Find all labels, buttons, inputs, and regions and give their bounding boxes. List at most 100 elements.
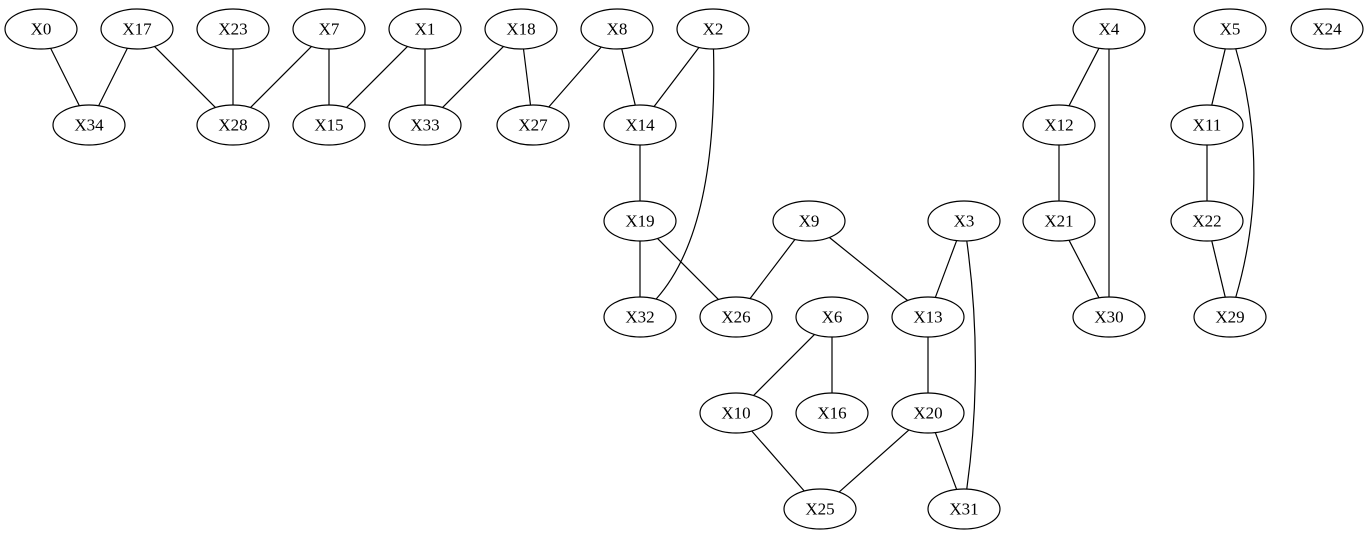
node-shape: [603, 296, 677, 338]
node-shape: [676, 8, 750, 50]
node-label: X8: [607, 20, 628, 39]
node-label: X28: [218, 116, 247, 135]
node-shape: [1072, 296, 1146, 338]
node-x7: X7: [292, 8, 366, 50]
node-shape: [580, 8, 654, 50]
node-shape: [1022, 104, 1096, 146]
node-shape: [699, 392, 773, 434]
node-shape: [783, 488, 857, 530]
node-shape: [927, 200, 1001, 242]
node-x26: X26: [699, 296, 773, 338]
node-label: X4: [1099, 20, 1120, 39]
node-label: X25: [805, 500, 834, 519]
node-x15: X15: [292, 104, 366, 146]
node-label: X22: [1192, 212, 1221, 231]
node-label: X30: [1094, 308, 1123, 327]
node-x30: X30: [1072, 296, 1146, 338]
node-shape: [1193, 296, 1267, 338]
node-x18: X18: [484, 8, 558, 50]
node-label: X19: [625, 212, 654, 231]
node-x9: X9: [772, 200, 846, 242]
node-label: X32: [625, 308, 654, 327]
node-x21: X21: [1022, 200, 1096, 242]
node-shape: [603, 104, 677, 146]
node-x4: X4: [1072, 8, 1146, 50]
node-shape: [699, 296, 773, 338]
node-x13: X13: [891, 296, 965, 338]
node-shape: [772, 200, 846, 242]
edge-x10-x25: [751, 430, 805, 492]
node-shape: [891, 296, 965, 338]
node-label: X15: [314, 116, 343, 135]
node-x24: X24: [1290, 8, 1364, 50]
edge-x7-x28: [250, 46, 312, 108]
node-label: X33: [410, 116, 439, 135]
edge-x8-x27: [548, 46, 602, 108]
node-label: X11: [1193, 116, 1222, 135]
node-x31: X31: [927, 488, 1001, 530]
edge-x21-x30: [1068, 239, 1100, 299]
node-shape: [1193, 8, 1267, 50]
node-x32: X32: [603, 296, 677, 338]
node-x29: X29: [1193, 296, 1267, 338]
edge-x20-x31: [934, 432, 958, 490]
edge-x5-x29: [1235, 48, 1255, 298]
node-label: X23: [218, 20, 247, 39]
node-x6: X6: [795, 296, 869, 338]
node-shape: [196, 8, 270, 50]
edge-x6-x10: [753, 334, 815, 396]
edge-x9-x13: [829, 237, 908, 301]
node-x23: X23: [196, 8, 270, 50]
node-shape: [292, 104, 366, 146]
node-x5: X5: [1193, 8, 1267, 50]
node-label: X2: [703, 20, 724, 39]
edge-x22-x29: [1211, 240, 1226, 298]
node-label: X27: [518, 116, 548, 135]
node-shape: [603, 200, 677, 242]
edge-x4-x12: [1068, 47, 1100, 107]
node-label: X26: [721, 308, 750, 327]
edge-x3-x13: [934, 240, 958, 298]
node-x2: X2: [676, 8, 750, 50]
node-shape: [1290, 8, 1364, 50]
node-label: X16: [817, 404, 846, 423]
node-label: X20: [913, 404, 942, 423]
node-label: X6: [822, 308, 843, 327]
node-x34: X34: [52, 104, 126, 146]
node-shape: [1170, 200, 1244, 242]
node-shape: [100, 8, 174, 50]
node-label: X24: [1312, 20, 1342, 39]
node-label: X13: [913, 308, 942, 327]
node-label: X17: [122, 20, 152, 39]
edges-layer: [50, 46, 1255, 493]
node-label: X18: [506, 20, 535, 39]
node-shape: [1170, 104, 1244, 146]
node-shape: [795, 296, 869, 338]
node-shape: [52, 104, 126, 146]
node-label: X7: [319, 20, 340, 39]
node-label: X34: [74, 116, 104, 135]
node-label: X10: [721, 404, 750, 423]
node-label: X1: [415, 20, 436, 39]
node-label: X31: [949, 500, 978, 519]
node-x27: X27: [496, 104, 570, 146]
edge-x1-x15: [346, 46, 408, 108]
node-x8: X8: [580, 8, 654, 50]
node-shape: [795, 392, 869, 434]
node-label: X12: [1044, 116, 1073, 135]
node-x12: X12: [1022, 104, 1096, 146]
node-shape: [388, 104, 462, 146]
node-shape: [1072, 8, 1146, 50]
edge-x19-x26: [657, 238, 719, 300]
node-shape: [891, 392, 965, 434]
node-label: X14: [625, 116, 655, 135]
node-label: X29: [1215, 308, 1244, 327]
edge-x2-x32: [655, 48, 715, 300]
node-x19: X19: [603, 200, 677, 242]
node-shape: [1022, 200, 1096, 242]
node-shape: [4, 8, 78, 50]
edge-x3-x31: [966, 240, 976, 490]
node-x0: X0: [4, 8, 78, 50]
